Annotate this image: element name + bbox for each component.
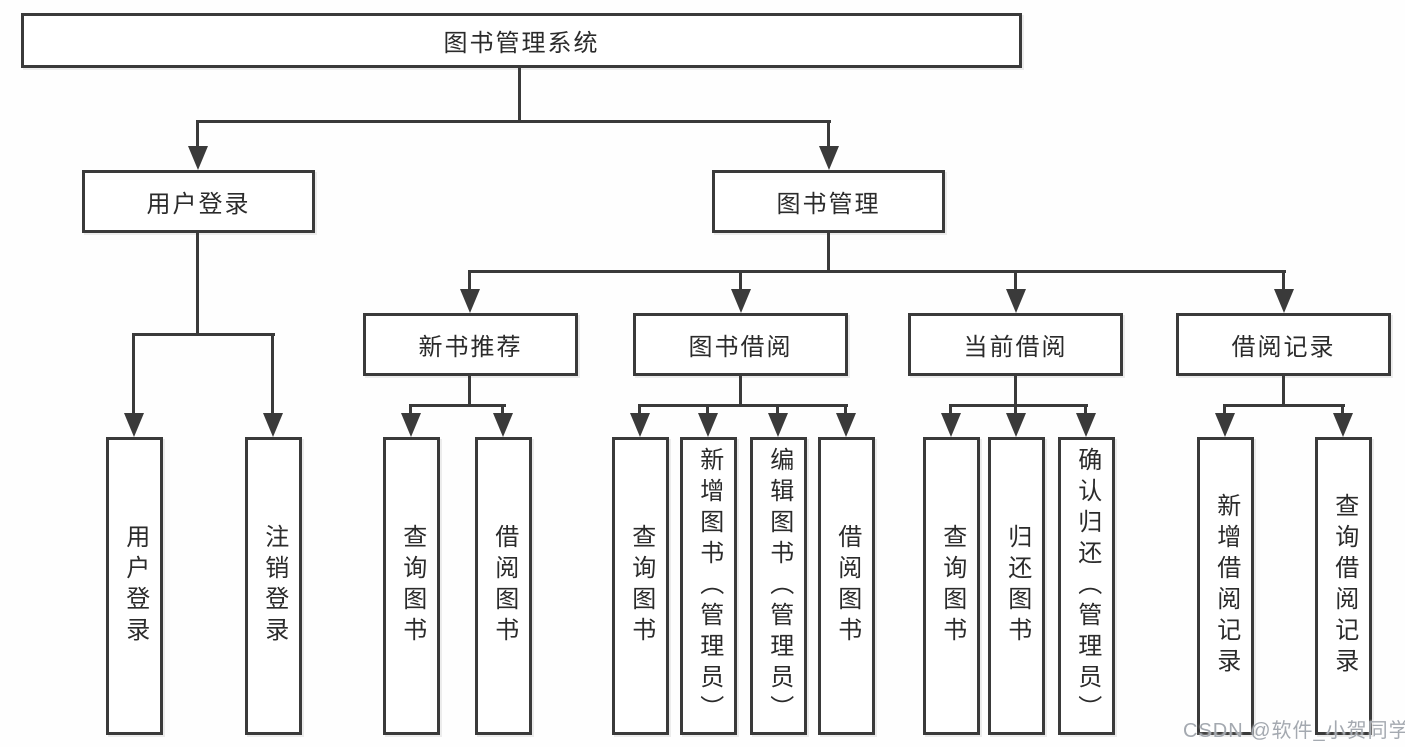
connector-line	[1014, 374, 1017, 406]
node-leaf-logout-label: 注销登录	[260, 524, 288, 648]
arrow-down-icon	[698, 413, 718, 437]
connector-line	[196, 120, 199, 150]
arrow-down-icon	[630, 413, 650, 437]
node-leaf-confirm-return: 确认归还（管理员）	[1058, 437, 1115, 735]
connector-line	[1014, 270, 1017, 291]
arrow-down-icon	[819, 146, 839, 170]
connector-line	[1282, 270, 1285, 291]
arrow-down-icon	[1215, 413, 1235, 437]
connector-line	[1341, 404, 1344, 415]
connector-line	[1084, 404, 1087, 415]
node-leaf-return-book-label: 归还图书	[1003, 524, 1031, 648]
node-leaf-borrow-book-2-label: 借阅图书	[833, 524, 861, 648]
connector-line	[468, 270, 471, 291]
node-root-label: 图书管理系统	[443, 30, 600, 57]
node-leaf-borrow-book-1: 借阅图书	[475, 437, 532, 735]
connector-line	[1223, 404, 1226, 415]
node-new-book-recommend-label: 新书推荐	[418, 334, 523, 361]
node-leaf-query-book-3: 查询图书	[923, 437, 980, 735]
arrow-down-icon	[124, 413, 144, 437]
node-leaf-user-login-label: 用户登录	[121, 524, 149, 648]
node-borrow-record-label: 借阅记录	[1231, 334, 1336, 361]
node-book-management: 图书管理	[712, 170, 945, 233]
arrow-down-icon	[1006, 413, 1026, 437]
connector-line	[739, 270, 742, 291]
arrow-down-icon	[401, 413, 421, 437]
arrow-down-icon	[836, 413, 856, 437]
connector-line	[827, 120, 830, 150]
node-leaf-query-book-1: 查询图书	[383, 437, 440, 735]
connector-line	[132, 333, 135, 415]
connector-line	[638, 404, 848, 407]
node-leaf-query-book-1-label: 查询图书	[398, 524, 426, 648]
node-leaf-query-book-2: 查询图书	[612, 437, 669, 735]
node-current-borrow: 当前借阅	[908, 313, 1123, 376]
connector-line	[739, 374, 742, 406]
connector-line	[949, 404, 952, 415]
connector-line	[827, 231, 830, 272]
arrow-down-icon	[188, 146, 208, 170]
node-root: 图书管理系统	[21, 13, 1022, 68]
connector-line	[518, 66, 521, 122]
connector-line	[196, 120, 831, 123]
node-leaf-query-borrow-record-label: 查询借阅记录	[1330, 493, 1358, 679]
node-leaf-user-login: 用户登录	[106, 437, 163, 735]
connector-line	[271, 333, 274, 415]
node-leaf-query-book-2-label: 查询图书	[627, 524, 655, 648]
node-leaf-add-book: 新增图书（管理员）	[680, 437, 737, 735]
arrow-down-icon	[1274, 289, 1294, 313]
node-book-management-label: 图书管理	[776, 191, 881, 218]
arrow-down-icon	[1333, 413, 1353, 437]
node-leaf-add-book-label: 新增图书（管理员）	[695, 446, 723, 726]
node-new-book-recommend: 新书推荐	[363, 313, 578, 376]
arrow-down-icon	[768, 413, 788, 437]
connector-line	[501, 404, 504, 415]
connector-line	[949, 404, 1088, 407]
arrow-down-icon	[1076, 413, 1096, 437]
node-leaf-return-book: 归还图书	[988, 437, 1045, 735]
node-leaf-borrow-book-1-label: 借阅图书	[490, 524, 518, 648]
arrow-down-icon	[493, 413, 513, 437]
arrow-down-icon	[460, 289, 480, 313]
connector-line	[132, 333, 275, 336]
watermark: CSDN @软件_小贺同学	[1183, 720, 1405, 742]
connector-line	[1282, 374, 1285, 406]
connector-line	[409, 404, 412, 415]
node-leaf-add-borrow-record-label: 新增借阅记录	[1212, 493, 1240, 679]
connector-line	[638, 404, 641, 415]
node-leaf-edit-book-label: 编辑图书（管理员）	[765, 446, 793, 726]
node-current-borrow-label: 当前借阅	[963, 334, 1068, 361]
arrow-down-icon	[731, 289, 751, 313]
node-user-login-label: 用户登录	[146, 191, 251, 218]
node-book-borrow-label: 图书借阅	[688, 334, 793, 361]
node-leaf-confirm-return-label: 确认归还（管理员）	[1073, 446, 1101, 726]
connector-line	[776, 404, 779, 415]
node-leaf-query-book-3-label: 查询图书	[938, 524, 966, 648]
node-book-borrow: 图书借阅	[633, 313, 848, 376]
arrow-down-icon	[263, 413, 283, 437]
node-leaf-add-borrow-record: 新增借阅记录	[1197, 437, 1254, 735]
connector-line	[844, 404, 847, 415]
connector-line	[468, 374, 471, 406]
node-user-login: 用户登录	[82, 170, 315, 233]
connector-line	[468, 270, 1286, 273]
arrow-down-icon	[941, 413, 961, 437]
connector-line	[706, 404, 709, 415]
node-leaf-query-borrow-record: 查询借阅记录	[1315, 437, 1372, 735]
arrow-down-icon	[1006, 289, 1026, 313]
node-leaf-borrow-book-2: 借阅图书	[818, 437, 875, 735]
node-borrow-record: 借阅记录	[1176, 313, 1391, 376]
connector-line	[409, 404, 506, 407]
connector-line	[1223, 404, 1345, 407]
node-leaf-logout: 注销登录	[245, 437, 302, 735]
node-leaf-edit-book: 编辑图书（管理员）	[750, 437, 807, 735]
connector-line	[1014, 404, 1017, 415]
connector-line	[196, 231, 199, 335]
